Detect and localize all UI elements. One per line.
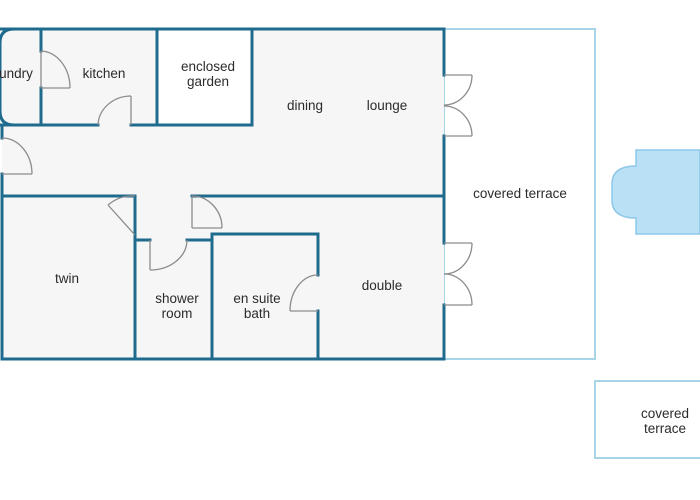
walls xyxy=(0,27,446,361)
label-lounge: lounge xyxy=(367,98,408,113)
door-entrance xyxy=(1,137,33,175)
label-lower-terrace-line2: terrace xyxy=(644,421,686,436)
label-shower-line2: room xyxy=(162,306,193,321)
door-twin xyxy=(107,195,136,236)
door-laundry-kitchen xyxy=(40,50,71,89)
pool xyxy=(611,149,700,235)
label-garden-line2: garden xyxy=(187,74,229,89)
label-ensuite-line1: en suite xyxy=(233,291,280,306)
label-twin: twin xyxy=(55,271,79,286)
label-lower-terrace-line1: covered xyxy=(641,406,689,421)
label-kitchen: kitchen xyxy=(83,66,126,81)
label-shower-line1: shower xyxy=(155,291,199,306)
door-terrace-top xyxy=(443,74,473,137)
covered-terrace-area xyxy=(443,28,596,360)
house-floor xyxy=(0,29,444,359)
lower-terrace-area xyxy=(594,380,700,459)
label-covered-terrace: covered terrace xyxy=(473,186,567,201)
doors xyxy=(1,50,473,312)
laundry-outline xyxy=(0,27,15,127)
door-ensuite xyxy=(289,274,319,312)
door-kitchen xyxy=(97,95,132,126)
door-shower xyxy=(149,239,188,271)
enclosed-garden-area xyxy=(157,29,252,125)
label-dining: dining xyxy=(287,98,323,113)
label-double: double xyxy=(362,278,403,293)
label-laundry: undry xyxy=(0,66,33,81)
label-garden-line1: enclosed xyxy=(181,59,235,74)
label-ensuite-line2: bath xyxy=(244,306,270,321)
door-terrace-bottom xyxy=(443,242,473,306)
door-double xyxy=(191,195,223,229)
